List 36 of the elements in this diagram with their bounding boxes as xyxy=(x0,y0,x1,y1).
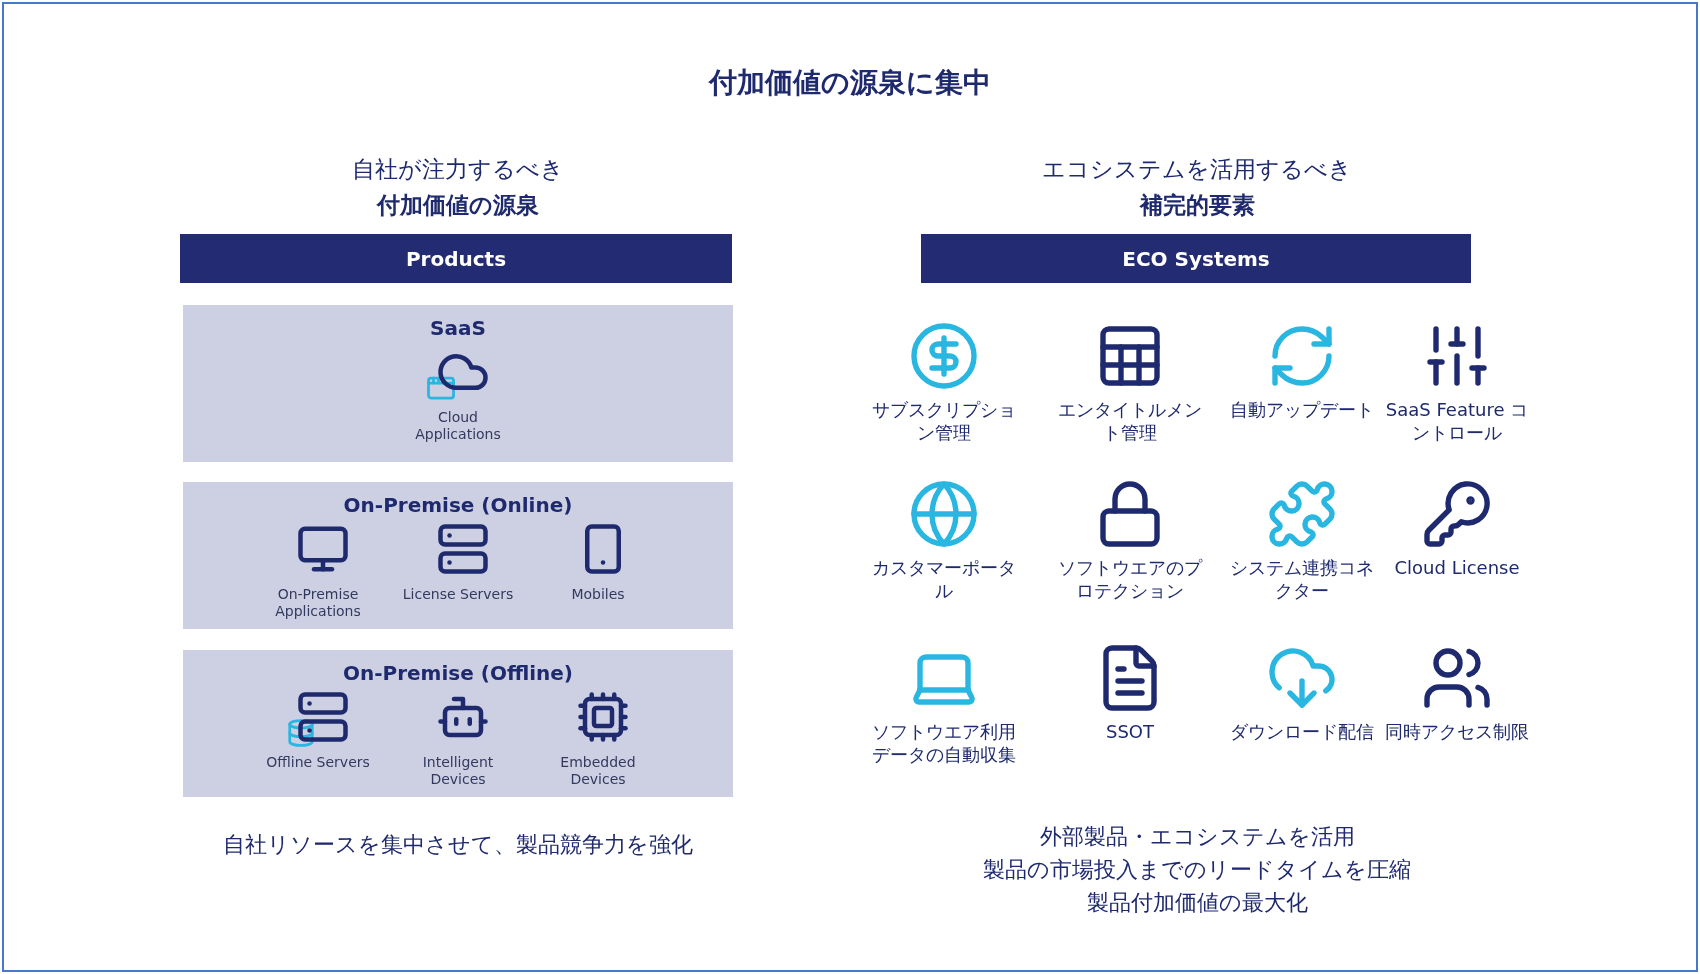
summary-text: 製品の市場投入までのリードタイムを圧縮 xyxy=(982,856,1412,884)
icon-caption: Embedded Devices xyxy=(559,754,637,788)
icon-caption: ソフトウエア利用データの自動収集 xyxy=(871,720,1017,766)
category-band xyxy=(183,305,733,462)
icon-caption: Cloud Applications xyxy=(414,409,502,443)
icon-caption: Cloud License xyxy=(1393,556,1521,579)
icon-caption: License Servers xyxy=(401,586,515,603)
icon-caption: Offline Servers xyxy=(265,754,371,771)
band-title: On-Premise (Offline) xyxy=(342,660,574,687)
icon-caption: 同時アクセス制限 xyxy=(1384,720,1530,743)
icon-caption: ダウンロード配信 xyxy=(1229,720,1375,743)
icon-caption: SSOT xyxy=(1105,720,1155,743)
heading: 自社が注力するべき xyxy=(351,155,565,184)
category-band xyxy=(183,482,733,629)
icon-caption: システム連携コネクター xyxy=(1229,556,1375,602)
summary-text: 製品付加価値の最大化 xyxy=(1085,889,1309,917)
band-title: On-Premise (Online) xyxy=(342,492,574,519)
icon-caption: Intelligent Devices xyxy=(421,754,495,788)
heading: 付加価値の源泉 xyxy=(375,191,540,220)
title: 付加価値の源泉に集中 xyxy=(707,65,992,101)
icon-caption: 自動アップデート xyxy=(1229,398,1375,421)
icon-caption: サブスクリプション管理 xyxy=(871,398,1017,444)
summary-text: 自社リソースを集中させて、製品競争力を強化 xyxy=(222,831,694,859)
heading: 補完的要素 xyxy=(1138,191,1256,220)
heading: エコシステムを活用するべき xyxy=(1041,155,1353,184)
band-title: SaaS xyxy=(429,315,487,342)
icon-caption: エンタイトルメント管理 xyxy=(1057,398,1203,444)
category-band xyxy=(183,650,733,797)
header-bar: ECO Systems xyxy=(921,234,1471,283)
header-bar: Products xyxy=(180,234,732,283)
icon-caption: Mobiles xyxy=(570,586,626,603)
summary-text: 外部製品・エコシステムを活用 xyxy=(1038,823,1356,851)
icon-caption: On-Premise Applications xyxy=(274,586,362,620)
icon-caption: SaaS Feature コントロール xyxy=(1384,398,1530,444)
icon-caption: カスタマーポータル xyxy=(871,556,1017,602)
icon-caption: ソフトウエアのプロテクション xyxy=(1057,556,1204,602)
